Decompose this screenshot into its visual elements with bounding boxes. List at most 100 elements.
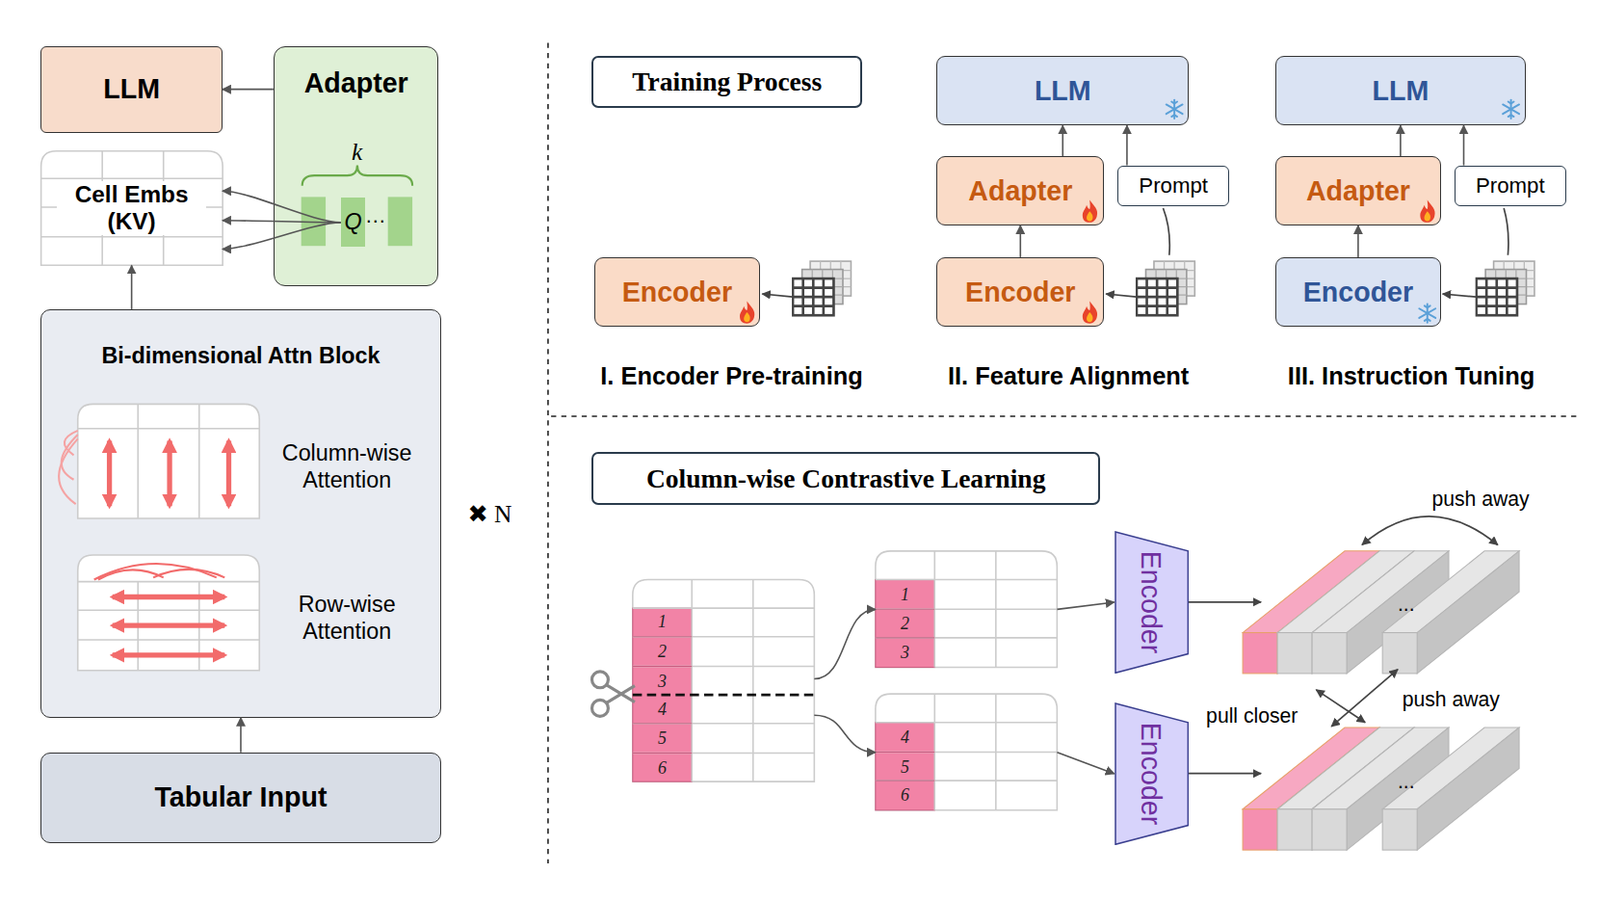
process-box: Adapter (936, 156, 1104, 226)
cell-number: 1 (657, 611, 667, 632)
annotation-label: pull closer (1203, 703, 1301, 728)
node-label: Adapter (1306, 175, 1411, 208)
adapter-queries (301, 165, 413, 247)
process-box: Encoder (594, 257, 761, 327)
node-label: Prompt (1475, 173, 1546, 199)
trapezoid-shape (1115, 531, 1188, 673)
cell-table (41, 151, 223, 266)
connector-arrow (1061, 125, 1064, 157)
node-label: Encoder (1303, 276, 1414, 309)
connector-arrow (222, 222, 341, 250)
bar-front (1277, 632, 1312, 674)
cell-number: 3 (657, 670, 667, 691)
bar-side (1416, 550, 1520, 674)
node-label: LLM (1034, 75, 1092, 107)
bar-front (1242, 809, 1278, 850)
annotation-label: Row-wise Attention (264, 591, 428, 646)
cell-number: 6 (657, 757, 667, 778)
process-box: Training Process (591, 55, 863, 108)
annotation-label: I. Encoder Pre-training (600, 361, 863, 392)
connector-arrow (222, 88, 274, 91)
split-tables (591, 550, 1057, 811)
column-attention-table (58, 403, 260, 519)
cell-number: 2 (900, 613, 910, 634)
process-box: Encoder (1275, 257, 1442, 327)
cell-number: 5 (900, 756, 910, 777)
process-box: Prompt (1454, 165, 1568, 207)
bar-front (1311, 632, 1347, 674)
connector-arrow (1019, 225, 1022, 258)
cell-number: 3 (900, 642, 910, 663)
node-label: Training Process (631, 66, 822, 98)
process-box: LLM (1275, 55, 1526, 126)
bar-side (1416, 727, 1520, 850)
annotation-label: II. Feature Alignment (947, 361, 1189, 392)
connector-arrow (222, 220, 341, 223)
cell-number: 6 (900, 785, 910, 806)
process-box: Adapter (1275, 156, 1442, 226)
bar-front (1311, 809, 1347, 850)
node-label: Bi-dimensional Attn Block (101, 342, 380, 369)
annotation-label: ✖ N (467, 498, 512, 529)
separators (548, 42, 1576, 863)
annotation-label: push away (1428, 486, 1532, 511)
process-box: Prompt (1117, 165, 1231, 207)
node-label: Prompt (1138, 173, 1208, 199)
node-label: Encoder (1135, 722, 1168, 826)
process-box: LLM (40, 46, 223, 133)
node-label: LLM (103, 73, 160, 105)
annotation-label: ... (1397, 769, 1416, 794)
encoder-trapezoid: Encoder (1114, 530, 1189, 674)
connector-arrow (1126, 125, 1128, 165)
cell-number: 2 (657, 640, 667, 661)
embedding-bars (1242, 550, 1520, 850)
node-label: LLM (1372, 75, 1430, 107)
connector-arrow (222, 190, 341, 223)
annotation-label: III. Instruction Tuning (1287, 361, 1535, 392)
contrast-arrows (1188, 516, 1498, 774)
node-label: Encoder (965, 276, 1076, 309)
cell-number: 4 (657, 699, 667, 720)
process-box: Tabular Input (40, 752, 441, 843)
trapezoid-shape (1115, 703, 1188, 844)
connector-arrow (813, 608, 876, 679)
bar-front (1382, 632, 1417, 674)
cell-number: 1 (900, 583, 910, 604)
process-box: Q (340, 197, 366, 247)
cell-number: 4 (900, 726, 910, 747)
annotation-label: ··· (365, 208, 386, 233)
row-attention-table (78, 554, 260, 671)
connector-arrow (131, 264, 133, 310)
connector-arrow (1463, 125, 1466, 165)
node-label: Encoder (1135, 550, 1168, 655)
process-box: LLM (936, 55, 1189, 126)
annotation-label: k (351, 136, 363, 167)
node-label: Tabular Input (155, 781, 328, 814)
node-label: Encoder (622, 276, 733, 309)
encoder-trapezoid: Encoder (1114, 702, 1189, 845)
bar-front (1382, 809, 1417, 850)
connector-arrow (1056, 752, 1114, 774)
stage-icons (739, 100, 1535, 324)
cell-number: 5 (657, 728, 667, 749)
annotation-label: ... (1397, 591, 1416, 616)
node-label: Cell Embs (KV) (56, 181, 206, 236)
annotation-label: Column-wise Attention (264, 440, 428, 495)
node-label: Q (343, 209, 362, 236)
connector-arrow (1056, 602, 1114, 609)
connector-arrow (813, 714, 876, 752)
node-label: Adapter (304, 67, 409, 100)
node-label: Adapter (968, 175, 1073, 208)
connector-arrow (1399, 125, 1402, 157)
bar-front (1242, 632, 1278, 674)
process-box: AdapterQ (273, 46, 440, 287)
bar-front (1277, 809, 1312, 850)
process-box: Column-wise Contrastive Learning (591, 451, 1101, 505)
connector-arrow (239, 717, 242, 753)
process-box: Encoder (936, 257, 1104, 327)
annotation-label: push away (1399, 686, 1503, 711)
node-label: Column-wise Contrastive Learning (646, 463, 1047, 495)
